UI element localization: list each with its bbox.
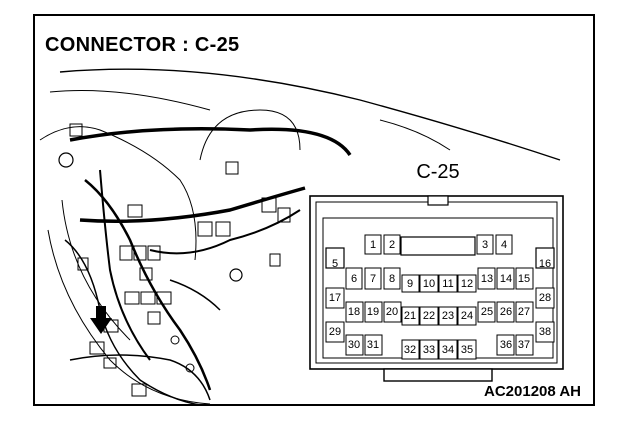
pin-38: 38 xyxy=(539,326,551,338)
pin-3: 3 xyxy=(482,239,488,251)
pin-14: 14 xyxy=(500,273,512,285)
pin-5: 5 xyxy=(332,258,338,270)
pin-4: 4 xyxy=(501,239,507,251)
pin-31: 31 xyxy=(367,339,379,351)
pin-25: 25 xyxy=(481,306,493,318)
pin-21: 21 xyxy=(404,310,416,322)
pin-1: 1 xyxy=(370,239,376,251)
pin-20: 20 xyxy=(386,306,398,318)
pin-29: 29 xyxy=(329,326,341,338)
pin-36: 36 xyxy=(500,339,512,351)
pin-12: 12 xyxy=(461,278,473,290)
connector-c25: C-25 1 2 3 4 5 16 6 7 8 9 10 11 xyxy=(309,161,564,382)
pin-19: 19 xyxy=(367,306,379,318)
pin-32: 32 xyxy=(404,344,416,356)
connector-label: C-25 xyxy=(416,161,459,183)
pin-34: 34 xyxy=(442,344,454,356)
pin-24: 24 xyxy=(461,310,473,322)
pin-2: 2 xyxy=(389,239,395,251)
location-arrow xyxy=(90,306,112,334)
pin-11: 11 xyxy=(442,278,453,290)
pin-37: 37 xyxy=(518,339,530,351)
pin-16: 16 xyxy=(539,258,551,270)
pin-15: 15 xyxy=(518,273,530,285)
pin-9: 9 xyxy=(407,278,413,290)
figure-code: AC201208 AH xyxy=(484,383,581,400)
pin-17: 17 xyxy=(329,292,341,304)
pin-27: 27 xyxy=(518,306,530,318)
pin-13: 13 xyxy=(481,273,493,285)
pin-26: 26 xyxy=(500,306,512,318)
pin-23: 23 xyxy=(442,310,454,322)
pin-18: 18 xyxy=(348,306,360,318)
pin-33: 33 xyxy=(423,344,435,356)
pin-6: 6 xyxy=(351,273,357,285)
pin-10: 10 xyxy=(423,278,435,290)
pin-35: 35 xyxy=(461,344,473,356)
pin-22: 22 xyxy=(423,310,435,322)
pin-8: 8 xyxy=(389,273,395,285)
harness-illustration xyxy=(39,68,561,406)
pin-30: 30 xyxy=(348,339,360,351)
diagram-title: CONNECTOR : C-25 xyxy=(45,34,240,56)
pin-7: 7 xyxy=(370,273,376,285)
pin-28: 28 xyxy=(539,292,551,304)
